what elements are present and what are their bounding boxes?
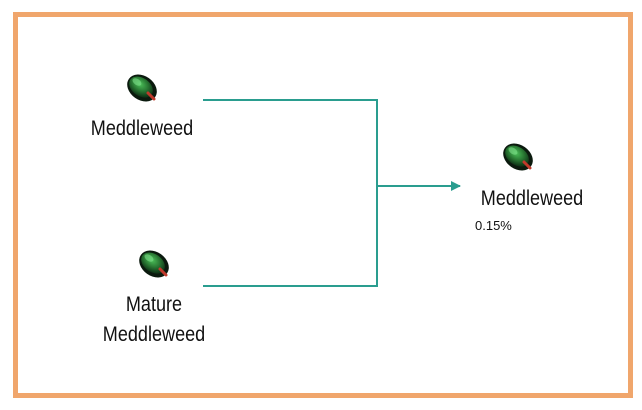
output-label: Meddleweed: [480, 187, 584, 210]
diagram-frame: [13, 12, 633, 398]
connector-bottom: [203, 186, 378, 287]
connector-top: [203, 99, 378, 186]
meddleweed-seed-icon: [127, 74, 157, 102]
input-2-label-line2: Meddleweed: [102, 323, 206, 346]
mature-meddleweed-seed-icon: [139, 250, 169, 278]
input-1-label: Meddleweed: [90, 117, 194, 140]
output-chance: 0.15%: [475, 218, 512, 233]
input-2-label-line1: Mature: [125, 293, 183, 316]
output-meddleweed-seed-icon: [503, 143, 533, 171]
